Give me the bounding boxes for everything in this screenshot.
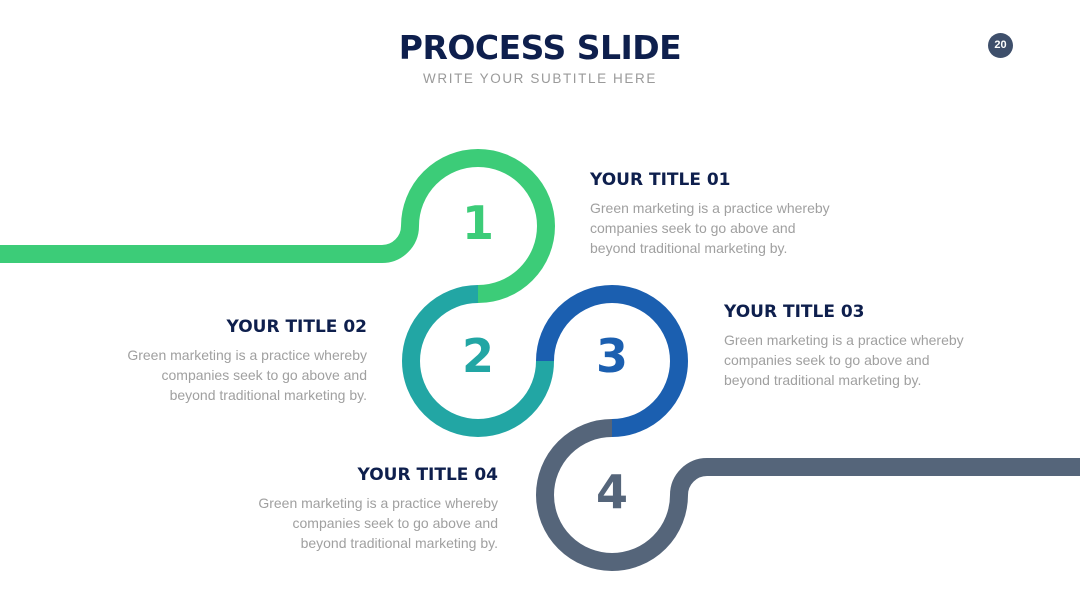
step-2-number: 2 <box>462 329 494 383</box>
step-3-number: 3 <box>596 329 628 383</box>
step-4-path <box>536 419 1080 571</box>
step-1-text-block: YOUR TITLE 01 Green marketing is a pract… <box>590 170 890 258</box>
step-1-description: Green marketing is a practice whereby co… <box>590 200 830 256</box>
step-1-path <box>0 149 555 303</box>
step-2-title: YOUR TITLE 02 <box>226 317 367 337</box>
step-3-text-block: YOUR TITLE 03 Green marketing is a pract… <box>724 302 1024 390</box>
step-2-path <box>402 285 554 437</box>
step-2-text-block: YOUR TITLE 02 Green marketing is a pract… <box>67 317 367 405</box>
step-4-text-block: YOUR TITLE 04 Green marketing is a pract… <box>198 465 498 553</box>
page-title: PROCESS SLIDE <box>398 28 682 67</box>
step-3-title: YOUR TITLE 03 <box>724 302 865 322</box>
step-3-path <box>536 285 688 437</box>
step-1-title: YOUR TITLE 01 <box>590 170 731 190</box>
page-subtitle: WRITE YOUR SUBTITLE HERE <box>423 71 657 86</box>
step-4-title: YOUR TITLE 04 <box>357 465 498 485</box>
step-4-description: Green marketing is a practice whereby co… <box>258 495 498 551</box>
step-2-description: Green marketing is a practice whereby co… <box>127 347 367 403</box>
step-4-number: 4 <box>596 465 628 519</box>
page-number-badge: 20 <box>988 33 1013 58</box>
step-3-description: Green marketing is a practice whereby co… <box>724 332 964 388</box>
step-1-number: 1 <box>462 196 494 250</box>
